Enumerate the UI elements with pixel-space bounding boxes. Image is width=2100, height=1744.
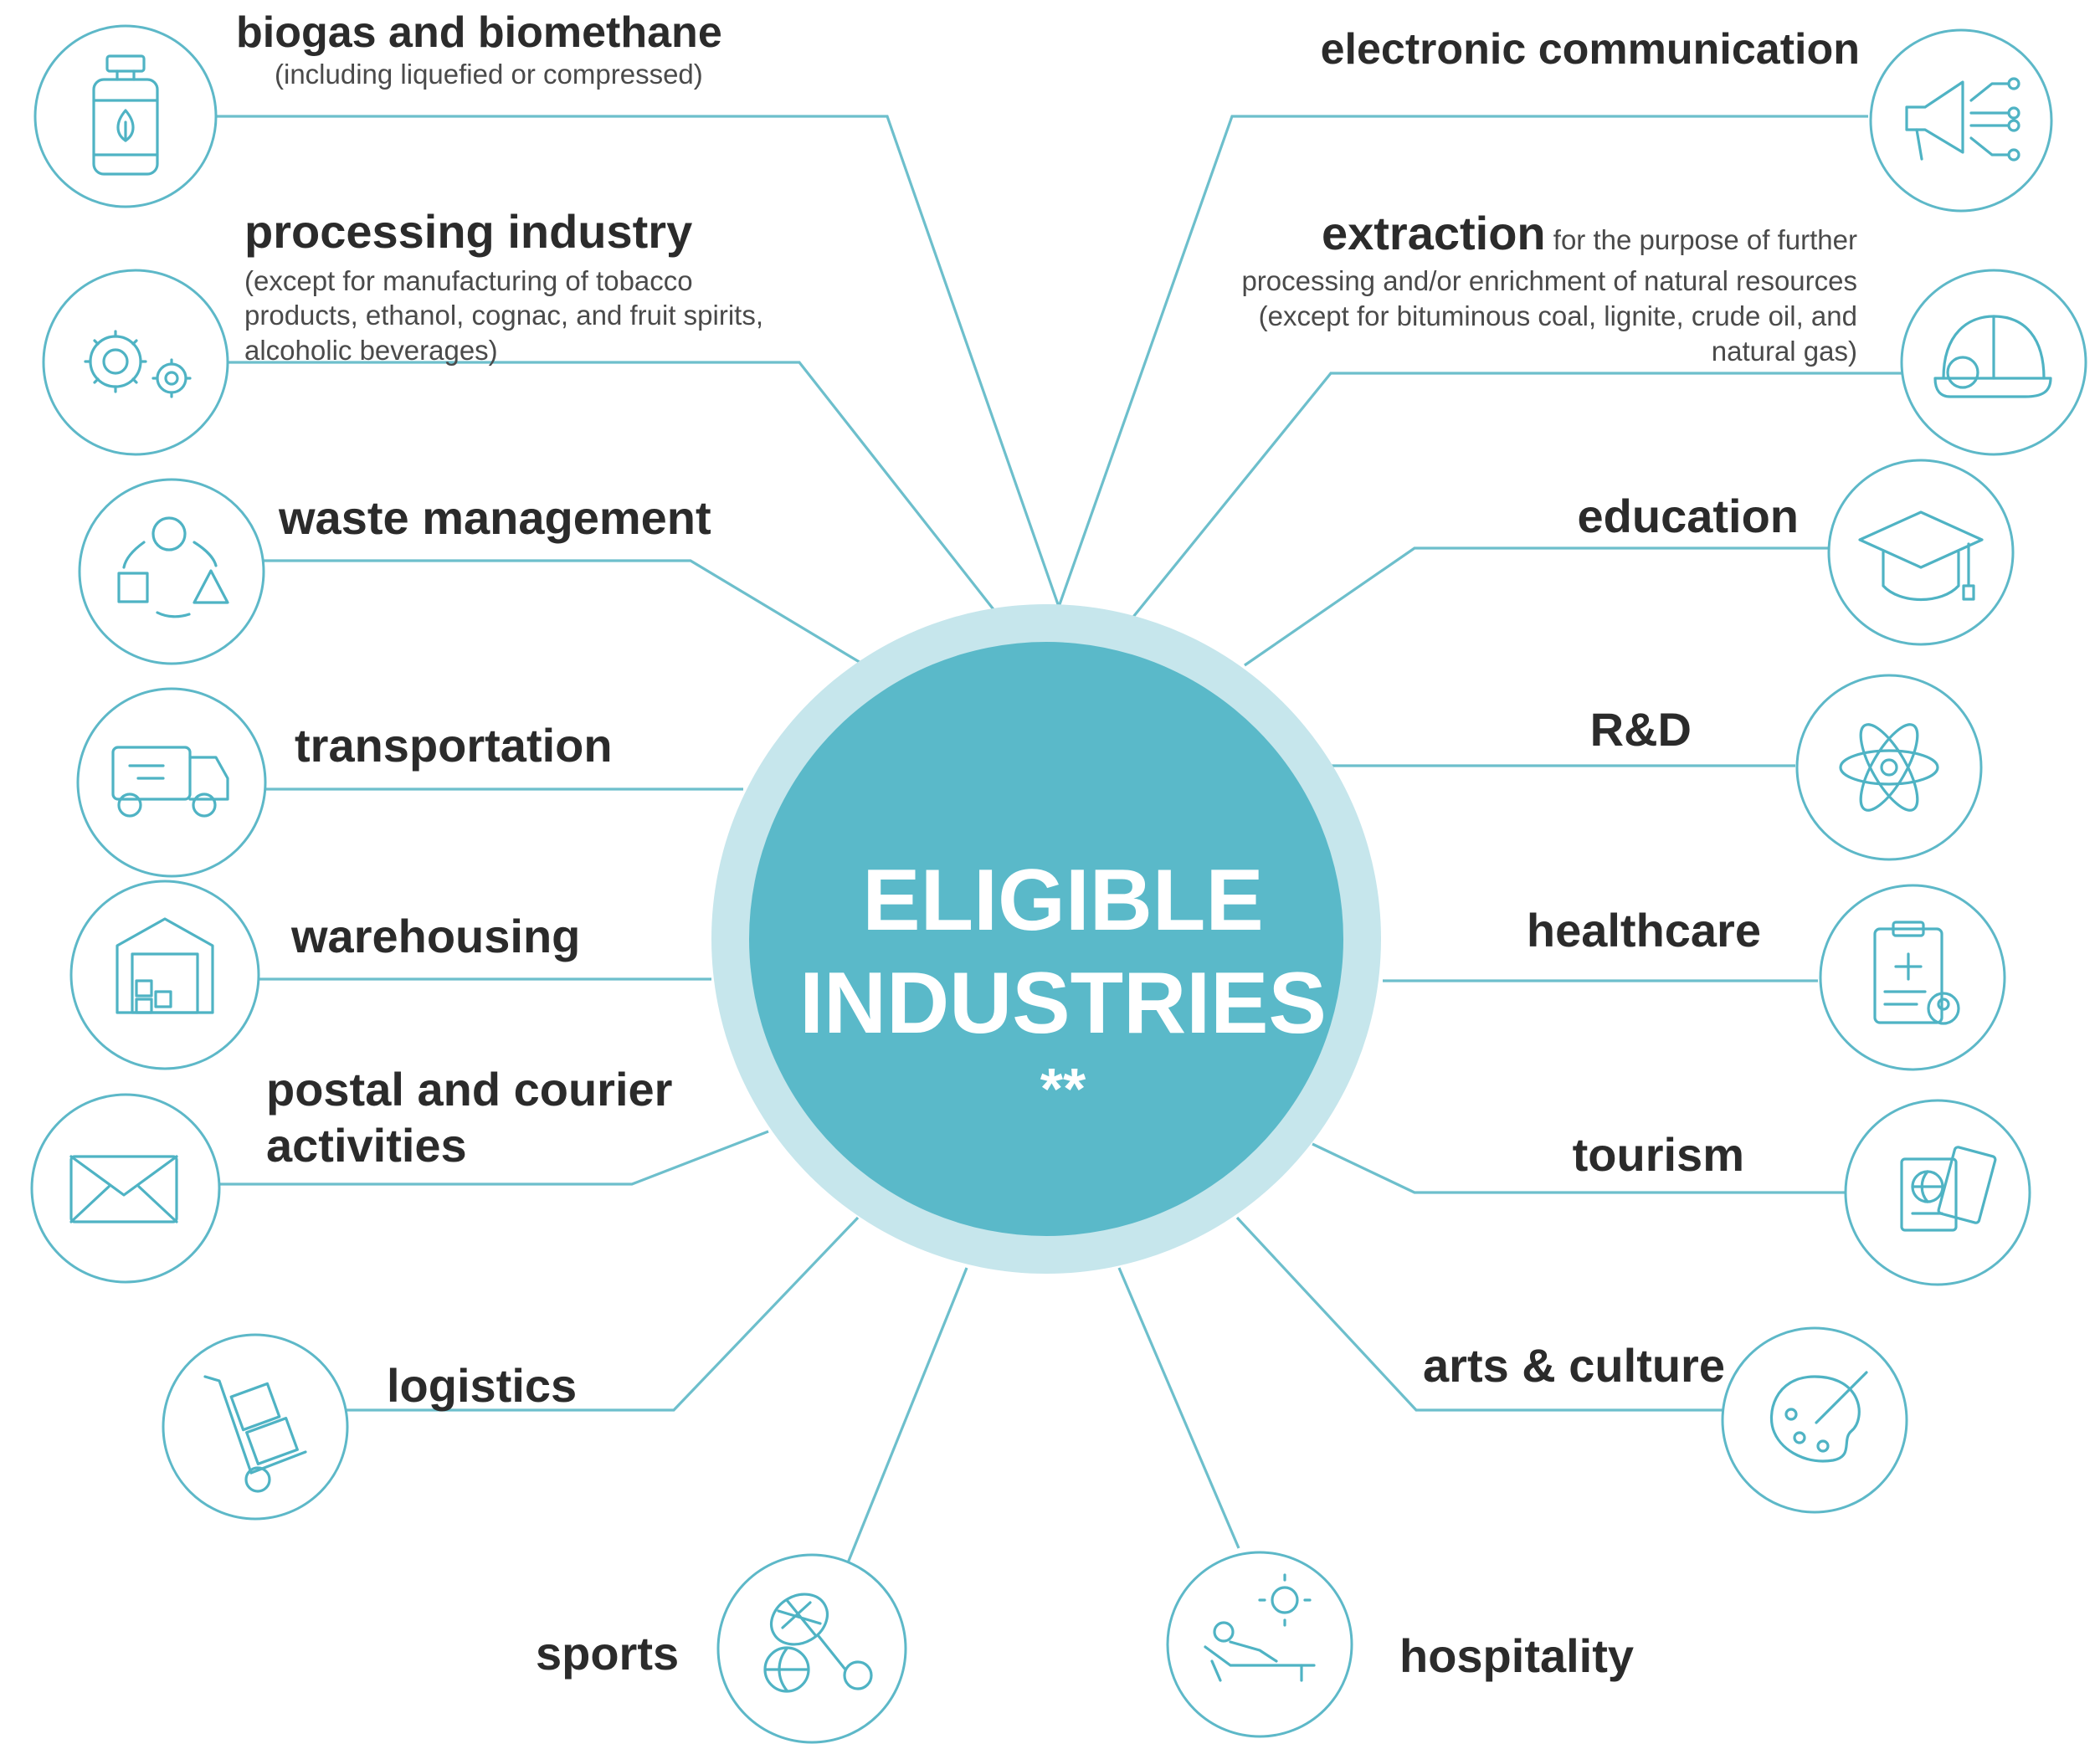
connector-lines <box>216 115 1902 1566</box>
label-hospitality: hospitality <box>1399 1629 1635 1682</box>
label-postal: postal and courier activities <box>266 1063 673 1172</box>
label-education: education <box>1577 490 1799 542</box>
connector-tourism <box>1312 1142 1846 1194</box>
hand-truck-icon <box>162 1333 349 1521</box>
label-rnd: R&D <box>1589 703 1692 756</box>
connector-processing <box>228 361 998 613</box>
extraction-block: extraction for the purpose of further pr… <box>1230 203 1857 369</box>
medical-clipboard-icon <box>1819 884 2006 1071</box>
sunbed-icon <box>1166 1551 1353 1738</box>
label-extraction: extraction <box>1321 207 1546 259</box>
palette-icon <box>1721 1326 1908 1514</box>
note-extraction: for the purpose of further processing an… <box>1241 224 1857 367</box>
connector-biogas <box>216 115 1060 608</box>
label-logistics: logistics <box>387 1359 578 1412</box>
label-processing: processing industry <box>244 205 693 258</box>
megaphone-network-icon <box>1869 28 2053 213</box>
label-healthcare: healthcare <box>1526 904 1761 957</box>
graduation-cap-icon <box>1827 459 2015 646</box>
label-arts: arts & culture <box>1423 1339 1725 1392</box>
hard-hat-icon <box>1900 269 2087 456</box>
passport-icon <box>1844 1099 2031 1286</box>
connector-hospitality <box>1117 1267 1240 1549</box>
hub-title-line1: ELIGIBLE <box>862 852 1264 949</box>
label-tourism: tourism <box>1572 1128 1744 1181</box>
hub-inner-circle <box>749 642 1343 1236</box>
label-sports: sports <box>536 1627 680 1680</box>
label-waste: waste management <box>279 491 711 544</box>
recycle-shapes-icon <box>78 478 265 665</box>
label-transportation: transportation <box>295 719 613 772</box>
label-biogas: biogas and biomethane <box>236 8 722 57</box>
label-warehousing: warehousing <box>291 910 581 962</box>
hub-title: ELIGIBLE INDUSTRIES** <box>745 849 1381 1124</box>
connector-electronic <box>1057 115 1868 608</box>
note-processing: (except for manufacturing of tobacco pro… <box>244 265 764 366</box>
connector-arts <box>1235 1216 1723 1412</box>
connector-extraction <box>1128 372 1902 623</box>
gears-icon <box>42 269 229 456</box>
sports-equipment-icon <box>716 1553 907 1744</box>
gas-cylinder-icon <box>33 24 218 208</box>
hub-title-stars: ** <box>1040 1056 1086 1122</box>
connector-waste <box>264 559 863 665</box>
hub-title-line2: INDUSTRIES <box>799 954 1327 1052</box>
connector-sports <box>845 1267 968 1566</box>
connector-postal <box>218 1130 769 1186</box>
warehouse-icon <box>69 880 260 1070</box>
envelope-icon <box>30 1093 221 1284</box>
connector-education <box>1244 546 1829 667</box>
atom-icon <box>1795 674 1983 861</box>
label-electronic: electronic communication <box>1320 25 1860 74</box>
delivery-truck-icon <box>76 687 267 878</box>
note-biogas: (including liquefied or compressed) <box>275 59 703 90</box>
connector-logistics <box>343 1216 860 1412</box>
